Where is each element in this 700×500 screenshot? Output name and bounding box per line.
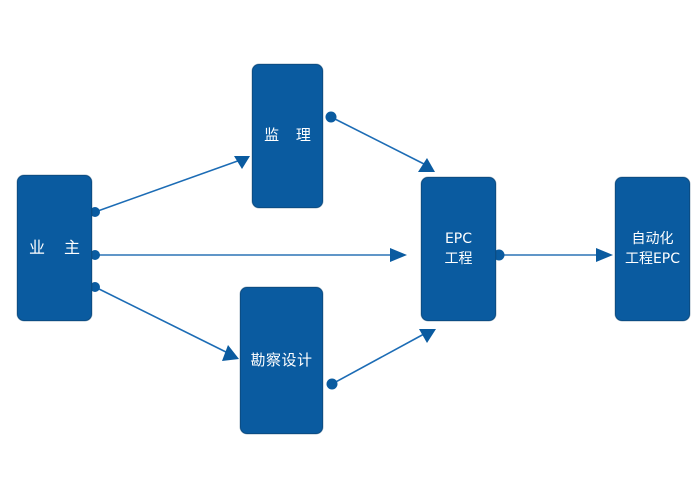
node-supervision-label: 监 理 [264, 126, 317, 145]
node-automation-epc-label: 自动化 工程EPC [624, 230, 681, 267]
node-supervision[interactable]: 监 理 [252, 64, 323, 208]
node-epc[interactable]: EPC 工程 [421, 177, 496, 321]
connector-supervision-to-epc [325, 111, 435, 172]
node-owner[interactable]: 业 主 [17, 175, 92, 321]
node-survey[interactable]: 勘察设计 [240, 287, 323, 434]
connector-owner-to-epc [90, 248, 407, 262]
node-survey-label: 勘察设计 [250, 350, 313, 369]
node-owner-label: 业 主 [28, 238, 88, 258]
node-epc-label: EPC 工程 [444, 230, 473, 267]
connector-owner-to-supervision [90, 156, 250, 217]
connector-survey-to-epc [326, 329, 436, 390]
connector-owner-to-survey [90, 282, 239, 361]
connector-epc-to-auto [493, 248, 613, 262]
node-automation-epc[interactable]: 自动化 工程EPC [615, 177, 690, 321]
